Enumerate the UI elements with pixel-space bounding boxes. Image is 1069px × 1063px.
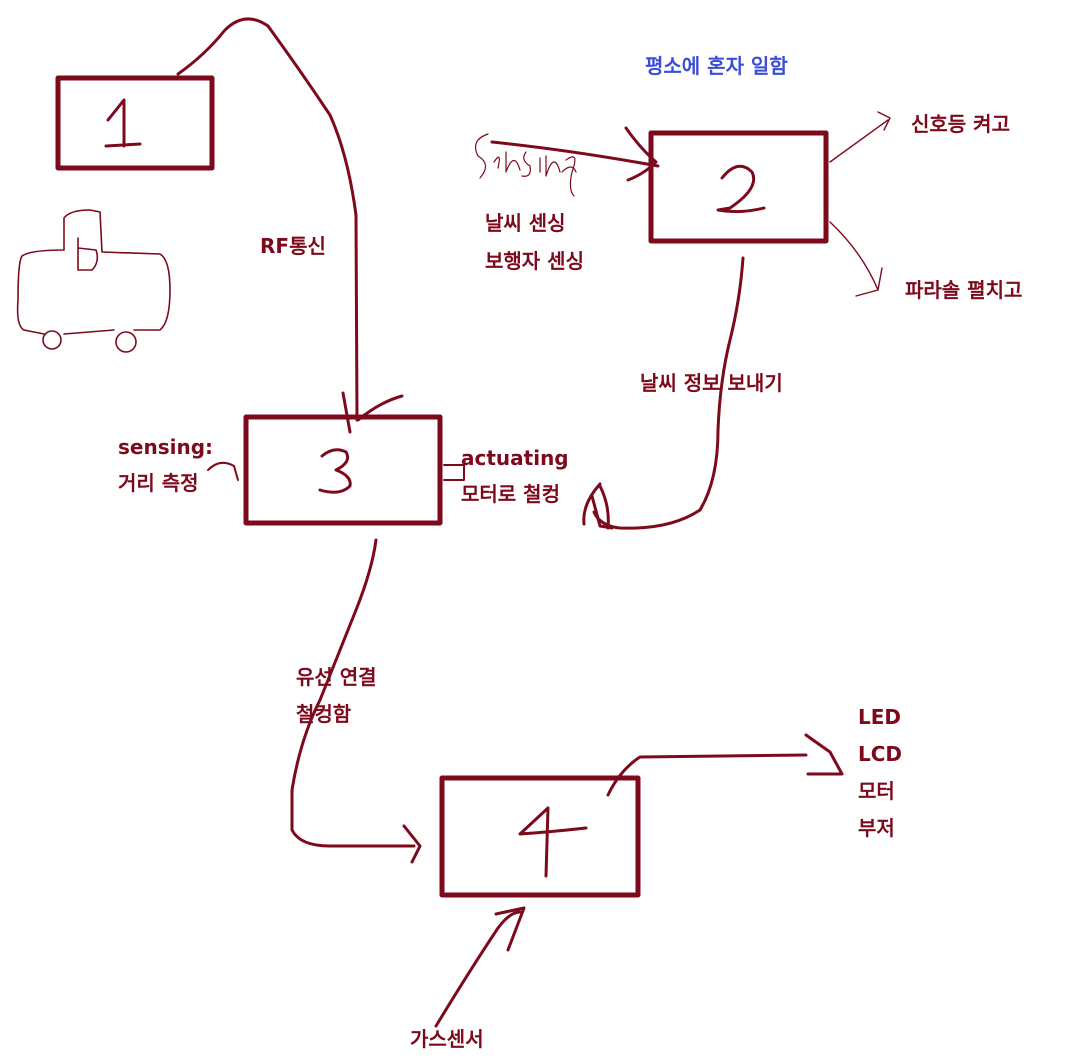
parasol-open-label: 파라솔 펼치고 [905,278,1023,302]
wired-label-1: 유선 연결 [296,665,377,689]
send-weather-label: 날씨 정보 보내기 [640,371,783,395]
rf-link-line [176,17,359,422]
output-lcd: LCD [858,742,903,766]
wired-link-arrowhead [402,824,422,864]
pedestrian-sensing-label: 보행자 센싱 [485,249,584,273]
weather-sensing-label: 날씨 센싱 [485,211,566,235]
wired-link-line [290,538,416,848]
box-3 [243,414,443,526]
output-link-arrowhead [804,733,844,776]
gas-sensor-label: 가스센서 [410,1027,484,1051]
sensing-stub [207,461,239,481]
rf-arrowhead [341,391,404,434]
output-led: LED [858,705,902,729]
output-motor: 모터 [858,779,895,803]
box-4-digit [518,806,588,878]
signal-connector [829,111,891,163]
output-buzzer: 부저 [858,816,895,840]
box-1-digit [104,98,142,148]
sensing-label: sensing: [118,435,214,459]
output-link-line [606,753,808,797]
box-1 [55,75,215,171]
rf-label: RF통신 [260,234,326,258]
wired-label-2: 철컹함 [296,702,352,726]
actuating-stub [443,464,465,481]
weather-info-arrowhead [582,482,614,530]
parasol-connector [829,221,883,297]
signal-on-label: 신호등 켜고 [911,112,1010,136]
actuating-label: actuating [461,446,569,470]
box-2 [648,130,829,244]
gas-sensor-line [434,910,522,1028]
distance-label: 거리 측정 [118,471,199,495]
truck-doodle-icon [16,209,171,353]
box-4 [439,775,641,898]
weather-info-line [592,256,745,530]
usually-alone-note: 평소에 혼자 일함 [645,54,788,78]
box-2-digit [716,164,766,214]
gas-sensor-arrowhead [494,906,526,952]
sensing-handwriting [475,133,577,197]
sensing-arrow [490,126,660,182]
box-3-digit [318,448,352,494]
motor-clank-label: 모터로 철컹 [461,482,560,506]
